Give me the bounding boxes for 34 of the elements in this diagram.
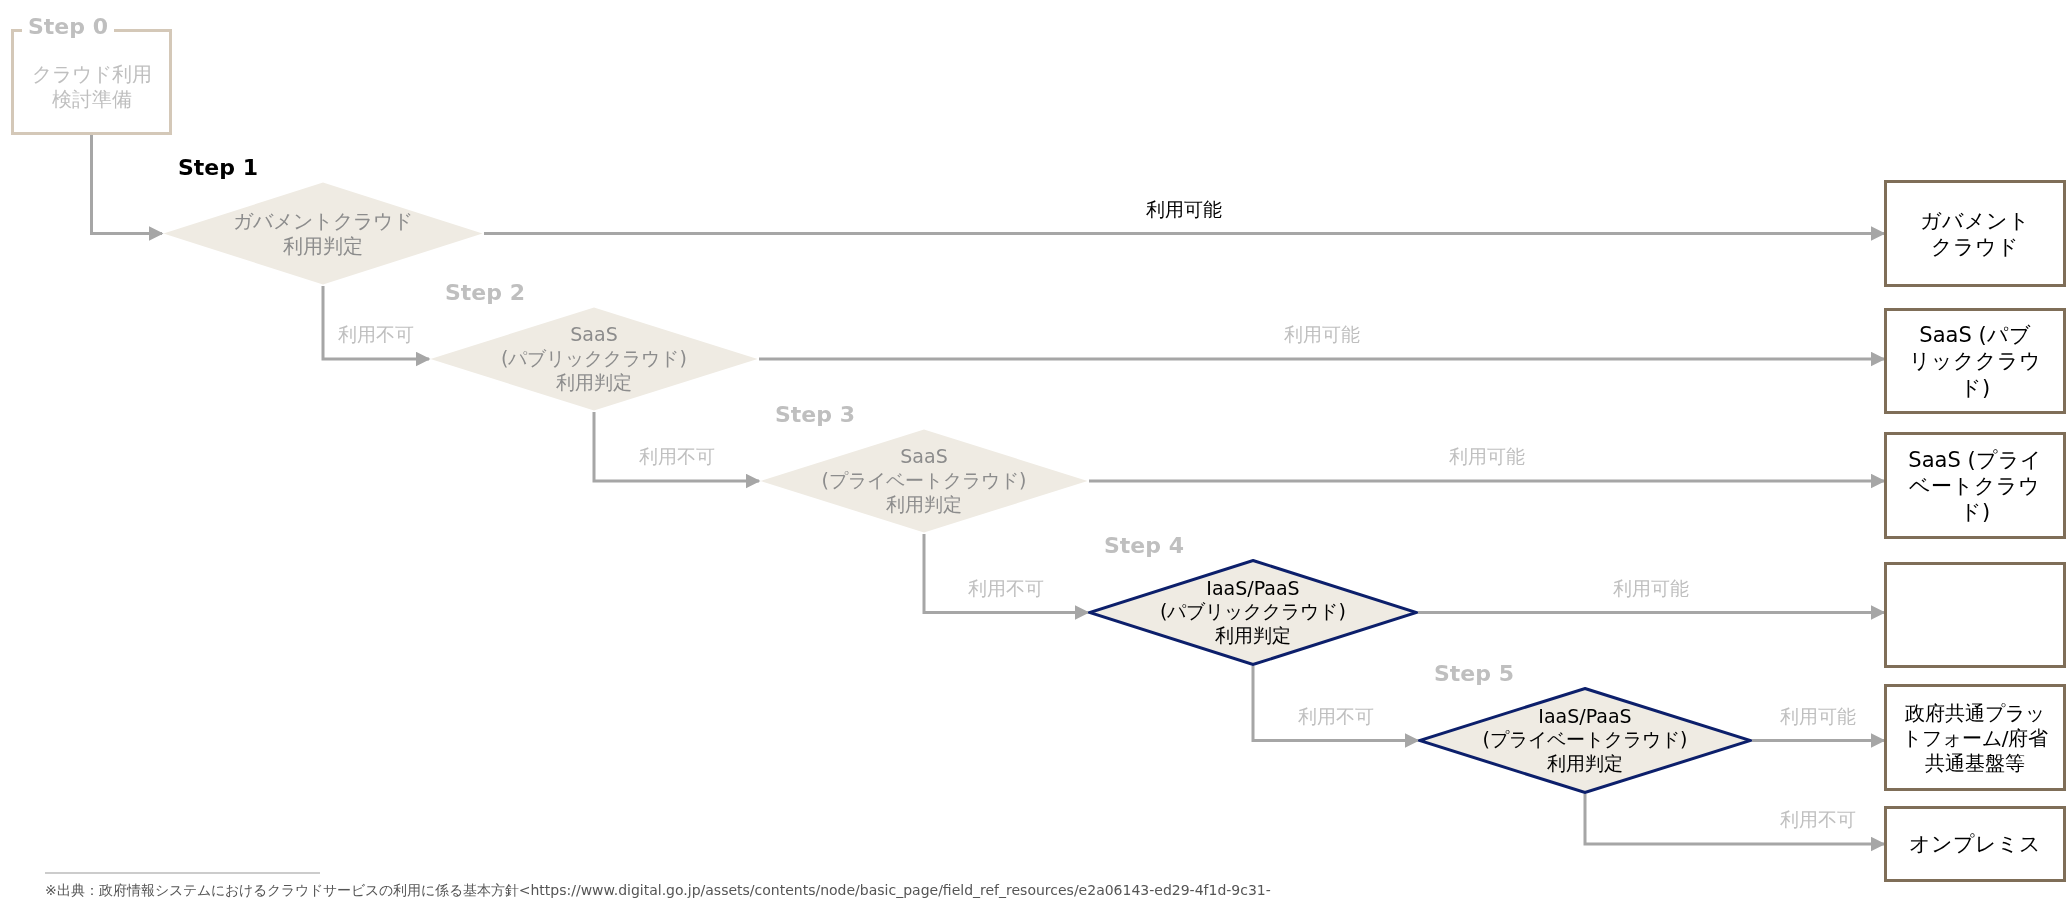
decision-text: IaaS/PaaS (プライベートクラウド) 利用判定 bbox=[1482, 704, 1688, 777]
result-box bbox=[1884, 308, 2066, 414]
arrow bbox=[1089, 473, 1886, 489]
arrow bbox=[592, 412, 761, 489]
node-text: SaaS (パブリッククラウド) bbox=[1908, 321, 2042, 401]
node-text: 政府共通プラットフォーム/府省共通基盤等 bbox=[1900, 700, 2050, 775]
node-text: ガバメントクラウド bbox=[1919, 207, 2031, 260]
decision-text: SaaS (パブリッククラウド) 利用判定 bbox=[501, 323, 687, 395]
result-box bbox=[1884, 432, 2066, 539]
result-box bbox=[1884, 562, 2066, 668]
decision-text: SaaS (プライベートクラウド) 利用判定 bbox=[821, 445, 1027, 517]
arrow bbox=[1752, 733, 1886, 748]
node-text: SaaS (プライベートクラウド) bbox=[1907, 446, 2043, 525]
arrow bbox=[321, 286, 431, 367]
arrow bbox=[1583, 794, 1886, 852]
result-box bbox=[1884, 806, 2066, 882]
node-text: オンプレミス bbox=[1908, 830, 2042, 858]
decision-text: ガバメントクラウド利用判定 bbox=[232, 208, 414, 259]
arrow bbox=[1418, 605, 1886, 620]
decision-text: IaaS/PaaS (パブリッククラウド) 利用判定 bbox=[1160, 576, 1346, 649]
footnote: ※出典：政府情報システムにおけるクラウドサービスの利用に係る基本方針<https://www.digital.go.jp/assets/contents/node/basic_page/field_ref_resources/e2a06143-ed29-4f1d-9c31- bbox=[45, 882, 1271, 900]
step-label: Step 1 bbox=[178, 155, 258, 180]
arrow bbox=[484, 226, 1886, 241]
step-label: Step 2 bbox=[445, 280, 525, 305]
node-text: クラウド利用検討準備 bbox=[30, 62, 153, 112]
arrow bbox=[1251, 666, 1420, 748]
arrow bbox=[90, 135, 164, 241]
step-label: Step 3 bbox=[775, 402, 855, 427]
step-label: Step 5 bbox=[1434, 661, 1514, 686]
result-box bbox=[1884, 180, 2066, 287]
result-box bbox=[1884, 684, 2066, 791]
arrow bbox=[922, 534, 1090, 620]
step-label: Step 4 bbox=[1104, 533, 1184, 558]
arrow bbox=[759, 351, 1886, 367]
